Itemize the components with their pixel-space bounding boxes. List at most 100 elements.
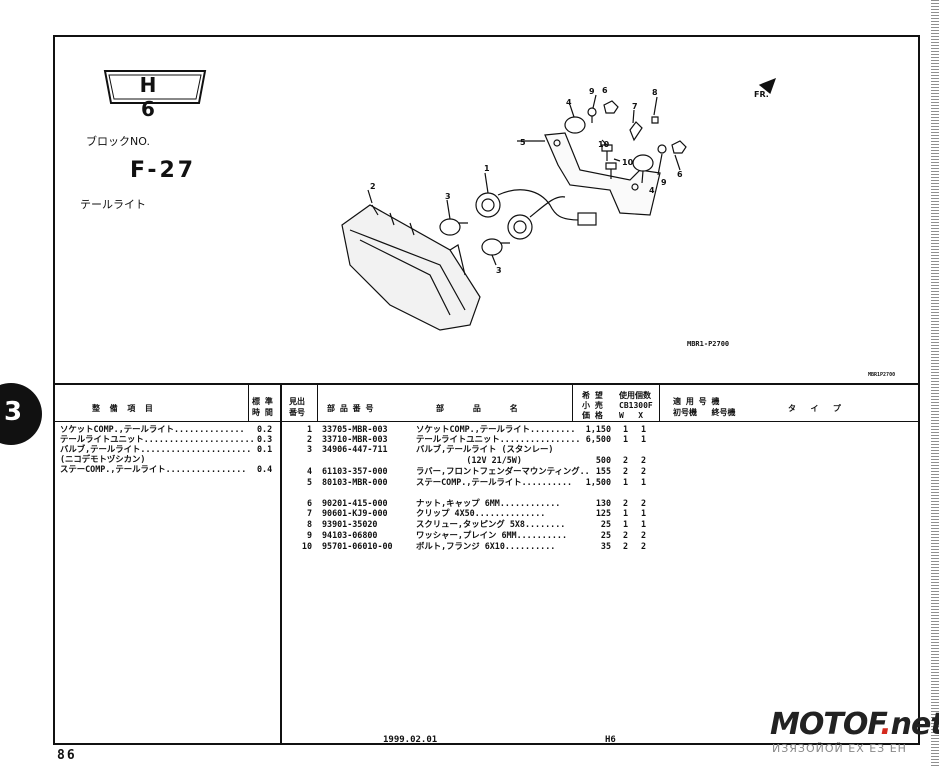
section-badge: H 6 (103, 69, 207, 121)
table-col-rule (572, 383, 573, 421)
service-item-time: 0.3 (257, 434, 273, 444)
part-price: 35 (600, 541, 611, 551)
qty-w: 2 (623, 530, 629, 540)
callout-9b: 9 (661, 178, 667, 187)
part-number: 33705-MBR-003 (322, 424, 388, 434)
page-frame (53, 35, 920, 745)
part-number: 90201-415-000 (322, 498, 388, 508)
qty-x: 2 (641, 530, 647, 540)
service-item-name: バルブ,テールライト...................... (60, 444, 252, 454)
part-price: 130 (595, 498, 611, 508)
qty-x: 2 (641, 455, 647, 465)
callout-10b: 10 (622, 158, 634, 167)
callout-1: 1 (484, 164, 490, 173)
qty-x: 1 (641, 508, 647, 518)
qty-w: 2 (623, 498, 629, 508)
table-divider (280, 383, 282, 745)
section-badge-label: H 6 (139, 73, 185, 121)
callout-3a: 3 (445, 192, 451, 201)
qty-w: 1 (623, 477, 629, 487)
part-ref: 6 (306, 498, 312, 508)
watermark-dot: . (880, 707, 891, 742)
scan-edge (931, 0, 939, 768)
part-number: 94103-06800 (322, 530, 378, 540)
callout-4a: 4 (566, 98, 572, 107)
table-col-rule (248, 383, 249, 421)
callout-10a: 10 (598, 140, 610, 149)
part-price: 1,150 (585, 424, 611, 434)
callout-8: 8 (652, 88, 658, 97)
part-price: 6,500 (585, 434, 611, 444)
part-price: 500 (595, 455, 611, 465)
exploded-diagram: FR. 1 2 3 3 4 4 5 6 6 7 8 9 9 10 10 (330, 75, 780, 365)
header-part-no: 部 品 番 号 (327, 404, 374, 413)
part-ref: 8 (306, 519, 312, 529)
service-item-time: 0.1 (257, 444, 273, 454)
part-number: 61103-357-000 (322, 466, 388, 476)
page-number: 86 (57, 748, 77, 763)
watermark-subtext: ИЗЯЗОЙОЙ ЕХ ЕЗ ЕН (772, 742, 907, 755)
diagram-code: MBR1-P2700 (687, 340, 730, 348)
part-price: 125 (595, 508, 611, 518)
qty-w: 1 (623, 434, 629, 444)
part-ref: 5 (306, 477, 312, 487)
callout-6a: 6 (602, 86, 608, 95)
watermark-logo: MOTOF.net (770, 707, 939, 742)
part-ref: 3 (306, 444, 312, 454)
qty-w: 1 (623, 519, 629, 529)
qty-x: 1 (641, 519, 647, 529)
qty-x: 1 (641, 434, 647, 444)
header-ref-no: 見出 番号 (289, 397, 305, 417)
chapter-tab: 3 (0, 383, 42, 445)
qty-x: 2 (641, 498, 647, 508)
header-type: タ イ プ (788, 404, 841, 413)
part-number: 33710-MBR-003 (322, 434, 388, 444)
table-top-rule (53, 383, 920, 385)
part-price: 1,500 (585, 477, 611, 487)
chapter-tab-number: 3 (4, 397, 23, 427)
part-name: バルブ,テールライト (スタンレー) (416, 444, 554, 454)
part-ref: 2 (306, 434, 312, 444)
tail-light-illustration: FR. 1 2 3 3 4 4 5 6 6 7 8 9 9 10 10 (341, 77, 777, 331)
header-usage-qty: 使用個数 CB1300F W X (619, 391, 653, 420)
qty-w: 1 (623, 508, 629, 518)
part-name: (12V 21/5W) (416, 455, 522, 465)
table-col-rule (317, 383, 318, 421)
callout-3b: 3 (496, 266, 502, 275)
part-name: スクリュー,タッピング 5X8........ (416, 519, 566, 529)
qty-w: 2 (623, 455, 629, 465)
qty-w: 2 (623, 541, 629, 551)
service-item-time: 0.4 (257, 464, 273, 474)
part-number: 93901-35020 (322, 519, 378, 529)
part-name: ワッシャー,プレイン 6MM.......... (416, 530, 568, 540)
service-item-name: (ニコデモトヅシカン) (60, 454, 146, 464)
callout-5: 5 (520, 138, 526, 147)
service-item-time: 0.2 (257, 424, 273, 434)
qty-x: 1 (641, 424, 647, 434)
part-number: 95701-06010-00 (322, 541, 393, 551)
table-col-rule (659, 383, 660, 421)
issue-date: 1999.02.01 (383, 735, 438, 745)
qty-w: 1 (623, 424, 629, 434)
header-price: 希 望 小 売 価 格 (582, 391, 603, 420)
part-name: ソケットCOMP.,テールライト......... (416, 424, 576, 434)
part-number: 90601-KJ9-000 (322, 508, 388, 518)
page-title: テールライト (80, 198, 146, 211)
qty-x: 2 (641, 466, 647, 476)
fr-label: FR. (754, 90, 769, 99)
header-service-item: 整 備 項 目 (92, 404, 153, 413)
part-ref: 4 (306, 466, 312, 476)
callout-4b: 4 (649, 186, 655, 195)
watermark-text: MOTOF.net (770, 707, 939, 742)
part-price: 155 (595, 466, 611, 476)
header-part-name: 部 品 名 (436, 404, 518, 413)
callout-9a: 9 (589, 87, 595, 96)
service-item-name: テールライトユニット...................... (60, 434, 255, 444)
part-price: 25 (600, 530, 611, 540)
part-ref: 9 (306, 530, 312, 540)
part-ref: 1 (306, 424, 312, 434)
block-number: F-27 (130, 158, 197, 183)
service-item-name: ステーCOMP.,テールライト................ (60, 464, 247, 474)
part-name: クリップ 4X50.............. (416, 508, 546, 518)
footer-code: H6 (605, 735, 616, 745)
